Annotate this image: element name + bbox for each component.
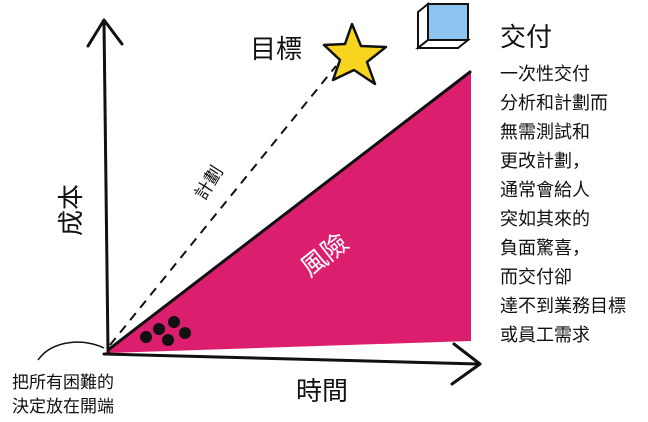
x-axis-label: 時間 [296, 377, 348, 407]
box-icon [415, 1, 471, 51]
deliver-description-line: 負面驚喜， [500, 238, 590, 259]
early-decision-dots [140, 316, 191, 346]
deliver-description-line: 達不到業務目標 [500, 296, 626, 317]
deliver-description-line: 而交付卻 [500, 267, 572, 288]
dot [179, 327, 191, 339]
plan-label: 計劃 [191, 162, 228, 204]
plan-dashed-line [109, 65, 337, 346]
x-axis [102, 352, 480, 366]
deliver-description-line: 分析和計劃而 [500, 93, 608, 114]
deliver-description-line: 通常會給人 [500, 180, 590, 201]
deliver-title: 交付 [500, 23, 552, 53]
deliver-description-line: 或員工需求 [500, 325, 590, 346]
bottom-note-line: 把所有困難的 [12, 373, 114, 393]
delivery-line [106, 70, 472, 352]
y-axis-arrowhead [86, 18, 124, 48]
y-axis [102, 20, 110, 354]
y-axis-label: 成本 [57, 184, 87, 236]
deliver-description-line: 一次性交付 [500, 64, 590, 85]
goal-label: 目標 [250, 35, 302, 65]
deliver-description-line: 突如其來的 [500, 209, 590, 230]
deliver-description-line: 更改計劃， [500, 151, 590, 172]
dot [153, 323, 165, 335]
origin-curl [37, 341, 105, 361]
x-axis-arrowhead [450, 342, 482, 386]
bottom-note-line: 決定放在開端 [12, 397, 114, 417]
dot [140, 331, 152, 343]
star-icon [322, 22, 388, 86]
dot [162, 334, 174, 346]
deliver-description-line: 無需測試和 [500, 122, 590, 143]
dot [168, 316, 180, 328]
